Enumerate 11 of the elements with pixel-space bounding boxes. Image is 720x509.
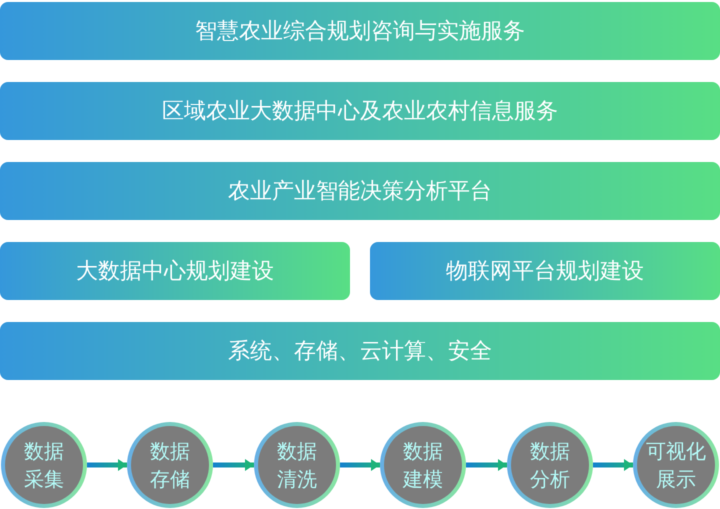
arrow: [466, 459, 507, 471]
arrow: [340, 459, 380, 471]
arrow: [593, 459, 633, 471]
layer-bar: 系统、存储、云计算、安全: [0, 322, 720, 380]
layer-bar: 智慧农业综合规划咨询与实施服务: [0, 2, 720, 60]
arrow: [213, 459, 254, 471]
arrow: [87, 459, 127, 471]
layer-bar: 大数据中心规划建设: [0, 242, 350, 300]
layer-bar: 区域农业大数据中心及农业农村信息服务: [0, 82, 720, 140]
layer-bar: 物联网平台规划建设: [370, 242, 720, 300]
layer-bar: 农业产业智能决策分析平台: [0, 162, 720, 220]
